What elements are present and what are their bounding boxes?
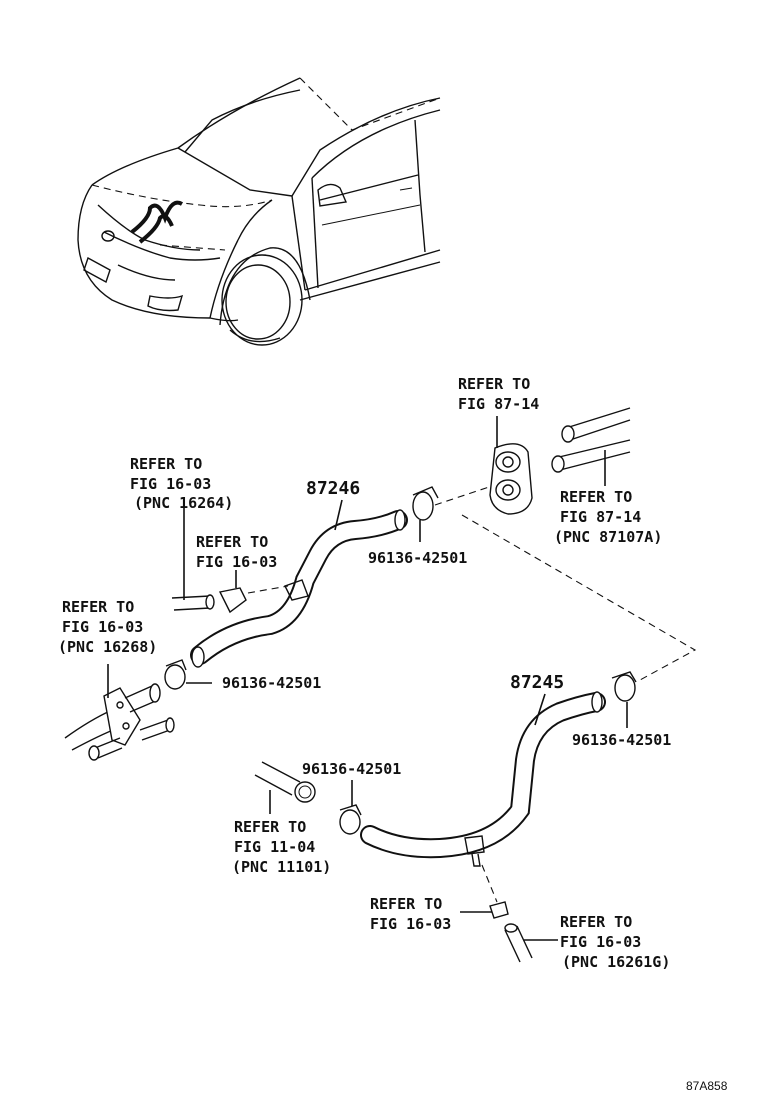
clamp-small-mid: [218, 570, 247, 614]
ref-line: (PNC 16261G): [562, 953, 670, 971]
ref-line: REFER TO: [196, 533, 268, 551]
routing-line-lower: [481, 864, 498, 903]
hose-87245: [360, 691, 606, 867]
ref-line: FIG 16-03: [560, 933, 641, 951]
engine-outlet-bracket: [64, 664, 175, 761]
hose-stub-11101: [254, 761, 316, 814]
ref-line: REFER TO: [560, 913, 632, 931]
routing-line-mid: [247, 585, 289, 594]
hose-stub-16261g: [504, 923, 558, 963]
part-number-clamp-4: 96136-42501: [302, 760, 401, 778]
part-number-clamp-2: 96136-42501: [222, 674, 321, 692]
routing-line-upper: [434, 484, 496, 506]
part-number-clamp-1: 96136-42501: [368, 549, 467, 567]
heater-pipes: [551, 407, 631, 486]
ref-line: FIG 16-03: [196, 553, 277, 571]
ref-fig-16-03-pnc16268: REFER TO FIG 16-03 (PNC 16268): [58, 598, 157, 656]
part-number-87245: 87245: [510, 672, 564, 693]
figure-code: 87A858: [686, 1079, 728, 1093]
hose-stub-16264: [171, 506, 215, 611]
ref-line: FIG 11-04: [234, 838, 315, 856]
ref-line: REFER TO: [458, 375, 530, 393]
ref-line: (PNC 11101): [232, 858, 331, 876]
ref-fig-87-14-right: REFER TO FIG 87-14 (PNC 87107A): [554, 488, 662, 546]
ref-fig-16-03-mid: REFER TO FIG 16-03: [196, 533, 277, 571]
ref-fig-16-03-pnc16261g: REFER TO FIG 16-03 (PNC 16261G): [560, 913, 670, 971]
ref-line: REFER TO: [234, 818, 306, 836]
routing-line-firewall: [461, 514, 697, 681]
firewall-grommet: [489, 443, 533, 515]
clamp-right-lower: [611, 671, 637, 728]
hose-87246: [190, 499, 408, 668]
clamp-lower-left: [164, 659, 212, 690]
ref-line: FIG 16-03: [370, 915, 451, 933]
ref-line: FIG 16-03: [130, 475, 211, 493]
ref-fig-16-03-bottom: REFER TO FIG 16-03: [370, 895, 451, 933]
ref-line: REFER TO: [130, 455, 202, 473]
ref-line: REFER TO: [62, 598, 134, 616]
ref-fig-16-03-pnc16264: REFER TO FIG 16-03 (PNC 16264): [130, 455, 233, 512]
ref-line: (PNC 16264): [134, 494, 233, 512]
clamp-bottom-small: [489, 901, 509, 919]
vehicle-illustration: [77, 77, 441, 346]
ref-line: (PNC 16268): [58, 638, 157, 656]
ref-line: REFER TO: [560, 488, 632, 506]
clamp-lower-mid: [339, 780, 362, 835]
part-number-87246: 87246: [306, 478, 360, 499]
ref-fig-11-04-pnc11101: REFER TO FIG 11-04 (PNC 11101): [232, 818, 331, 876]
ref-line: FIG 16-03: [62, 618, 143, 636]
clamp-upper-right: [412, 486, 439, 542]
ref-line: REFER TO: [370, 895, 442, 913]
ref-fig-87-14-top: REFER TO FIG 87-14: [458, 375, 539, 413]
ref-line: FIG 87-14: [560, 508, 641, 526]
part-number-clamp-3: 96136-42501: [572, 731, 671, 749]
ref-line: FIG 87-14: [458, 395, 539, 413]
ref-line: (PNC 87107A): [554, 528, 662, 546]
